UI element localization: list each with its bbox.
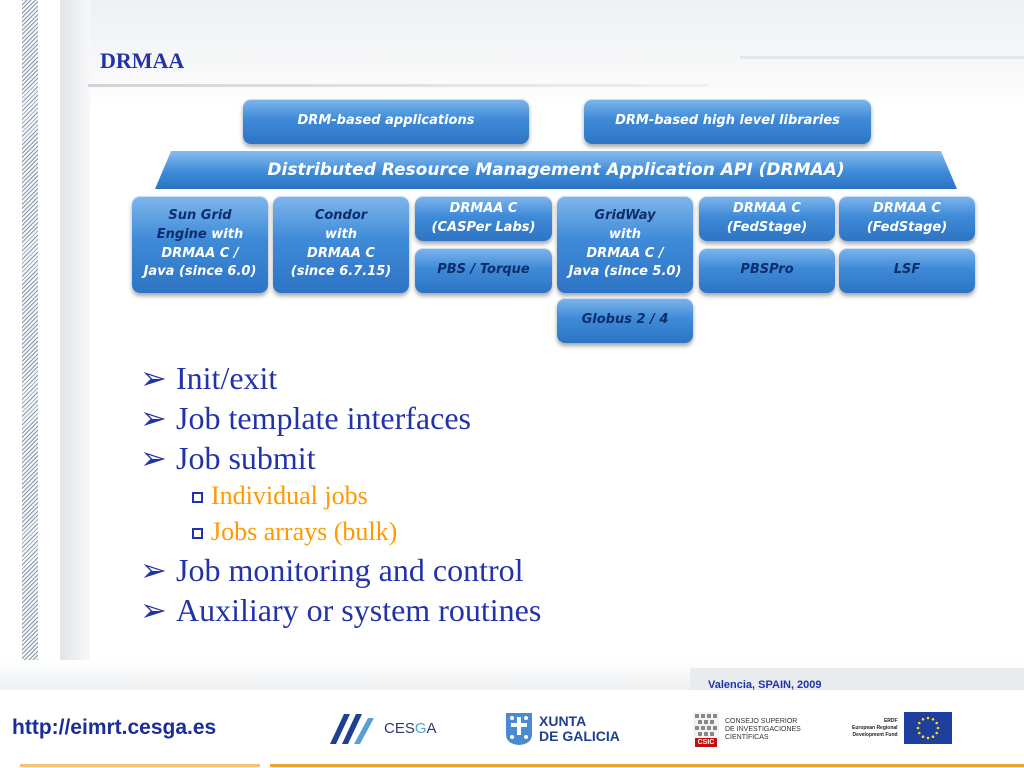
decorative-stripes (22, 0, 38, 686)
bullet-text: Job template interfaces (176, 400, 471, 436)
bullet-text: Job submit (176, 440, 316, 476)
fedstage-2-label-1: DRMAA C (873, 200, 941, 216)
sge-label-4: Java (since 6.0) (143, 264, 257, 280)
lsf-box: LSF (839, 248, 975, 293)
csic-logo: CSIC CONSEJO SUPERIOR DE INVESTIGACIONES… (693, 712, 801, 747)
cesga-swoosh-icon (330, 714, 374, 744)
condor-label-2: with (325, 226, 357, 242)
sub-bullet-item: Jobs arrays (bulk) (140, 514, 541, 550)
globus-box: Globus 2 / 4 (557, 298, 693, 343)
csic-grid-icon (693, 712, 719, 738)
fedstage-box-1: DRMAA C (FedStage) (699, 196, 835, 241)
arrow-bullet-icon: ➢ (140, 360, 167, 396)
arrow-bullet-icon: ➢ (140, 440, 167, 476)
xunta-text-2: DE GALICIA (539, 728, 620, 744)
lsf-label: LSF (893, 262, 921, 278)
bullet-text: Job monitoring and control (176, 552, 524, 588)
fedstage-1-label-2: (FedStage) (726, 219, 808, 235)
xunta-logo: XUNTA DE GALICIA (505, 712, 620, 746)
fedstage-box-2: DRMAA C (FedStage) (839, 196, 975, 241)
title-rule (88, 84, 708, 87)
casper-box: DRMAA C (CASPer Labs) (415, 196, 552, 241)
erdf-text-2: European Regional (852, 724, 898, 731)
website-link[interactable]: http://eimrt.cesga.es (12, 716, 217, 739)
pbs-torque-label: PBS / Torque (437, 262, 530, 278)
erdf-logo: ERDF European Regional Development Fund (852, 712, 952, 744)
bullet-item: ➢Job monitoring and control (140, 550, 541, 590)
slide-title: DRMAA (100, 48, 185, 73)
sge-label-2a: Engine (156, 226, 207, 242)
erdf-text-3: Development Fund (852, 731, 898, 738)
bullet-item: ➢Job submit (140, 438, 541, 478)
bullet-item: ➢Auxiliary or system routines (140, 590, 541, 630)
arrow-bullet-icon: ➢ (140, 400, 167, 436)
condor-label-4: (since 6.7.15) (290, 264, 392, 280)
xunta-text-1: XUNTA (539, 713, 587, 729)
condor-label-3: DRMAA C (307, 245, 375, 261)
sge-box: Sun Grid Engine with DRMAA C / Java (sin… (132, 196, 268, 293)
globus-label: Globus 2 / 4 (581, 312, 669, 328)
bullet-item: ➢Init/exit (140, 358, 541, 398)
drmaa-api-bar: Distributed Resource Management Applicat… (155, 151, 957, 189)
eu-flag-icon (903, 712, 952, 744)
condor-box: Condor with DRMAA C (since 6.7.15) (273, 196, 409, 293)
sub-bullet-item: Individual jobs (140, 478, 541, 514)
arrow-bullet-icon: ➢ (140, 552, 167, 588)
xunta-shield-icon (506, 713, 532, 745)
pbs-torque-box: PBS / Torque (415, 248, 552, 293)
csic-wordmark: CONSEJO SUPERIOR DE INVESTIGACIONES CIEN… (725, 718, 801, 742)
location-date: Valencia, SPAIN, 2009 (708, 679, 822, 691)
drm-applications-box: DRM-based applications (243, 99, 529, 144)
cesga-text-c: A (426, 719, 437, 737)
title-rule-right (740, 56, 1024, 59)
fedstage-1-label-1: DRMAA C (733, 200, 801, 216)
drmaa-api-label: Distributed Resource Management Applicat… (267, 160, 845, 180)
sge-label-2b: with (206, 226, 244, 242)
casper-label-1: DRMAA C (449, 200, 518, 216)
drm-libraries-box: DRM-based high level libraries (584, 99, 871, 144)
sge-label-2: Engine with (157, 226, 243, 245)
erdf-wordmark: ERDF European Regional Development Fund (852, 718, 898, 739)
slide-background-edge (60, 0, 90, 686)
drm-libraries-label: DRM-based high level libraries (615, 113, 840, 129)
sub-bullet-text: Jobs arrays (bulk) (211, 517, 398, 546)
condor-label-1: Condor (314, 207, 368, 223)
bullet-text: Init/exit (176, 360, 278, 396)
sge-label-1: Sun Grid (168, 207, 232, 223)
pbspro-label: PBSPro (740, 262, 794, 278)
gridway-label-3: DRMAA C / (586, 245, 664, 261)
bullet-item: ➢Job template interfaces (140, 398, 541, 438)
bullet-text: Auxiliary or system routines (176, 592, 542, 628)
gridway-label-2: with (609, 226, 641, 242)
csic-text-3: CIENTÍFICAS (725, 733, 769, 741)
pbspro-box: PBSPro (699, 248, 835, 293)
footer-accent-line (270, 764, 1024, 767)
arrow-bullet-icon: ➢ (140, 592, 167, 628)
footer-accent-left (20, 764, 260, 767)
cesga-wordmark: CESGA (384, 720, 437, 737)
csic-text-2: DE INVESTIGACIONES (725, 725, 801, 733)
gridway-box: GridWay with DRMAA C / Java (since 5.0) (557, 196, 693, 293)
fedstage-2-label-2: (FedStage) (866, 219, 948, 235)
bullet-list: ➢Init/exit ➢Job template interfaces ➢Job… (140, 358, 541, 630)
csic-badge: CSIC (694, 738, 718, 747)
casper-label-2: (CASPer Labs) (431, 219, 536, 235)
xunta-wordmark: XUNTA DE GALICIA (539, 714, 620, 744)
drm-applications-label: DRM-based applications (297, 113, 475, 129)
square-bullet-icon (192, 492, 203, 503)
erdf-text-1: ERDF (883, 717, 898, 724)
sge-label-3: DRMAA C / (161, 245, 239, 261)
cesga-text-b: G (414, 719, 427, 737)
csic-text-1: CONSEJO SUPERIOR (725, 717, 798, 725)
gridway-label-1: GridWay (594, 207, 656, 223)
cesga-logo: CESGA (326, 710, 437, 746)
gridway-label-4: Java (since 5.0) (568, 264, 682, 280)
square-bullet-icon (192, 528, 203, 539)
sub-bullet-text: Individual jobs (211, 481, 368, 510)
cesga-text-a: CES (384, 719, 415, 737)
csic-emblem: CSIC (693, 712, 719, 747)
